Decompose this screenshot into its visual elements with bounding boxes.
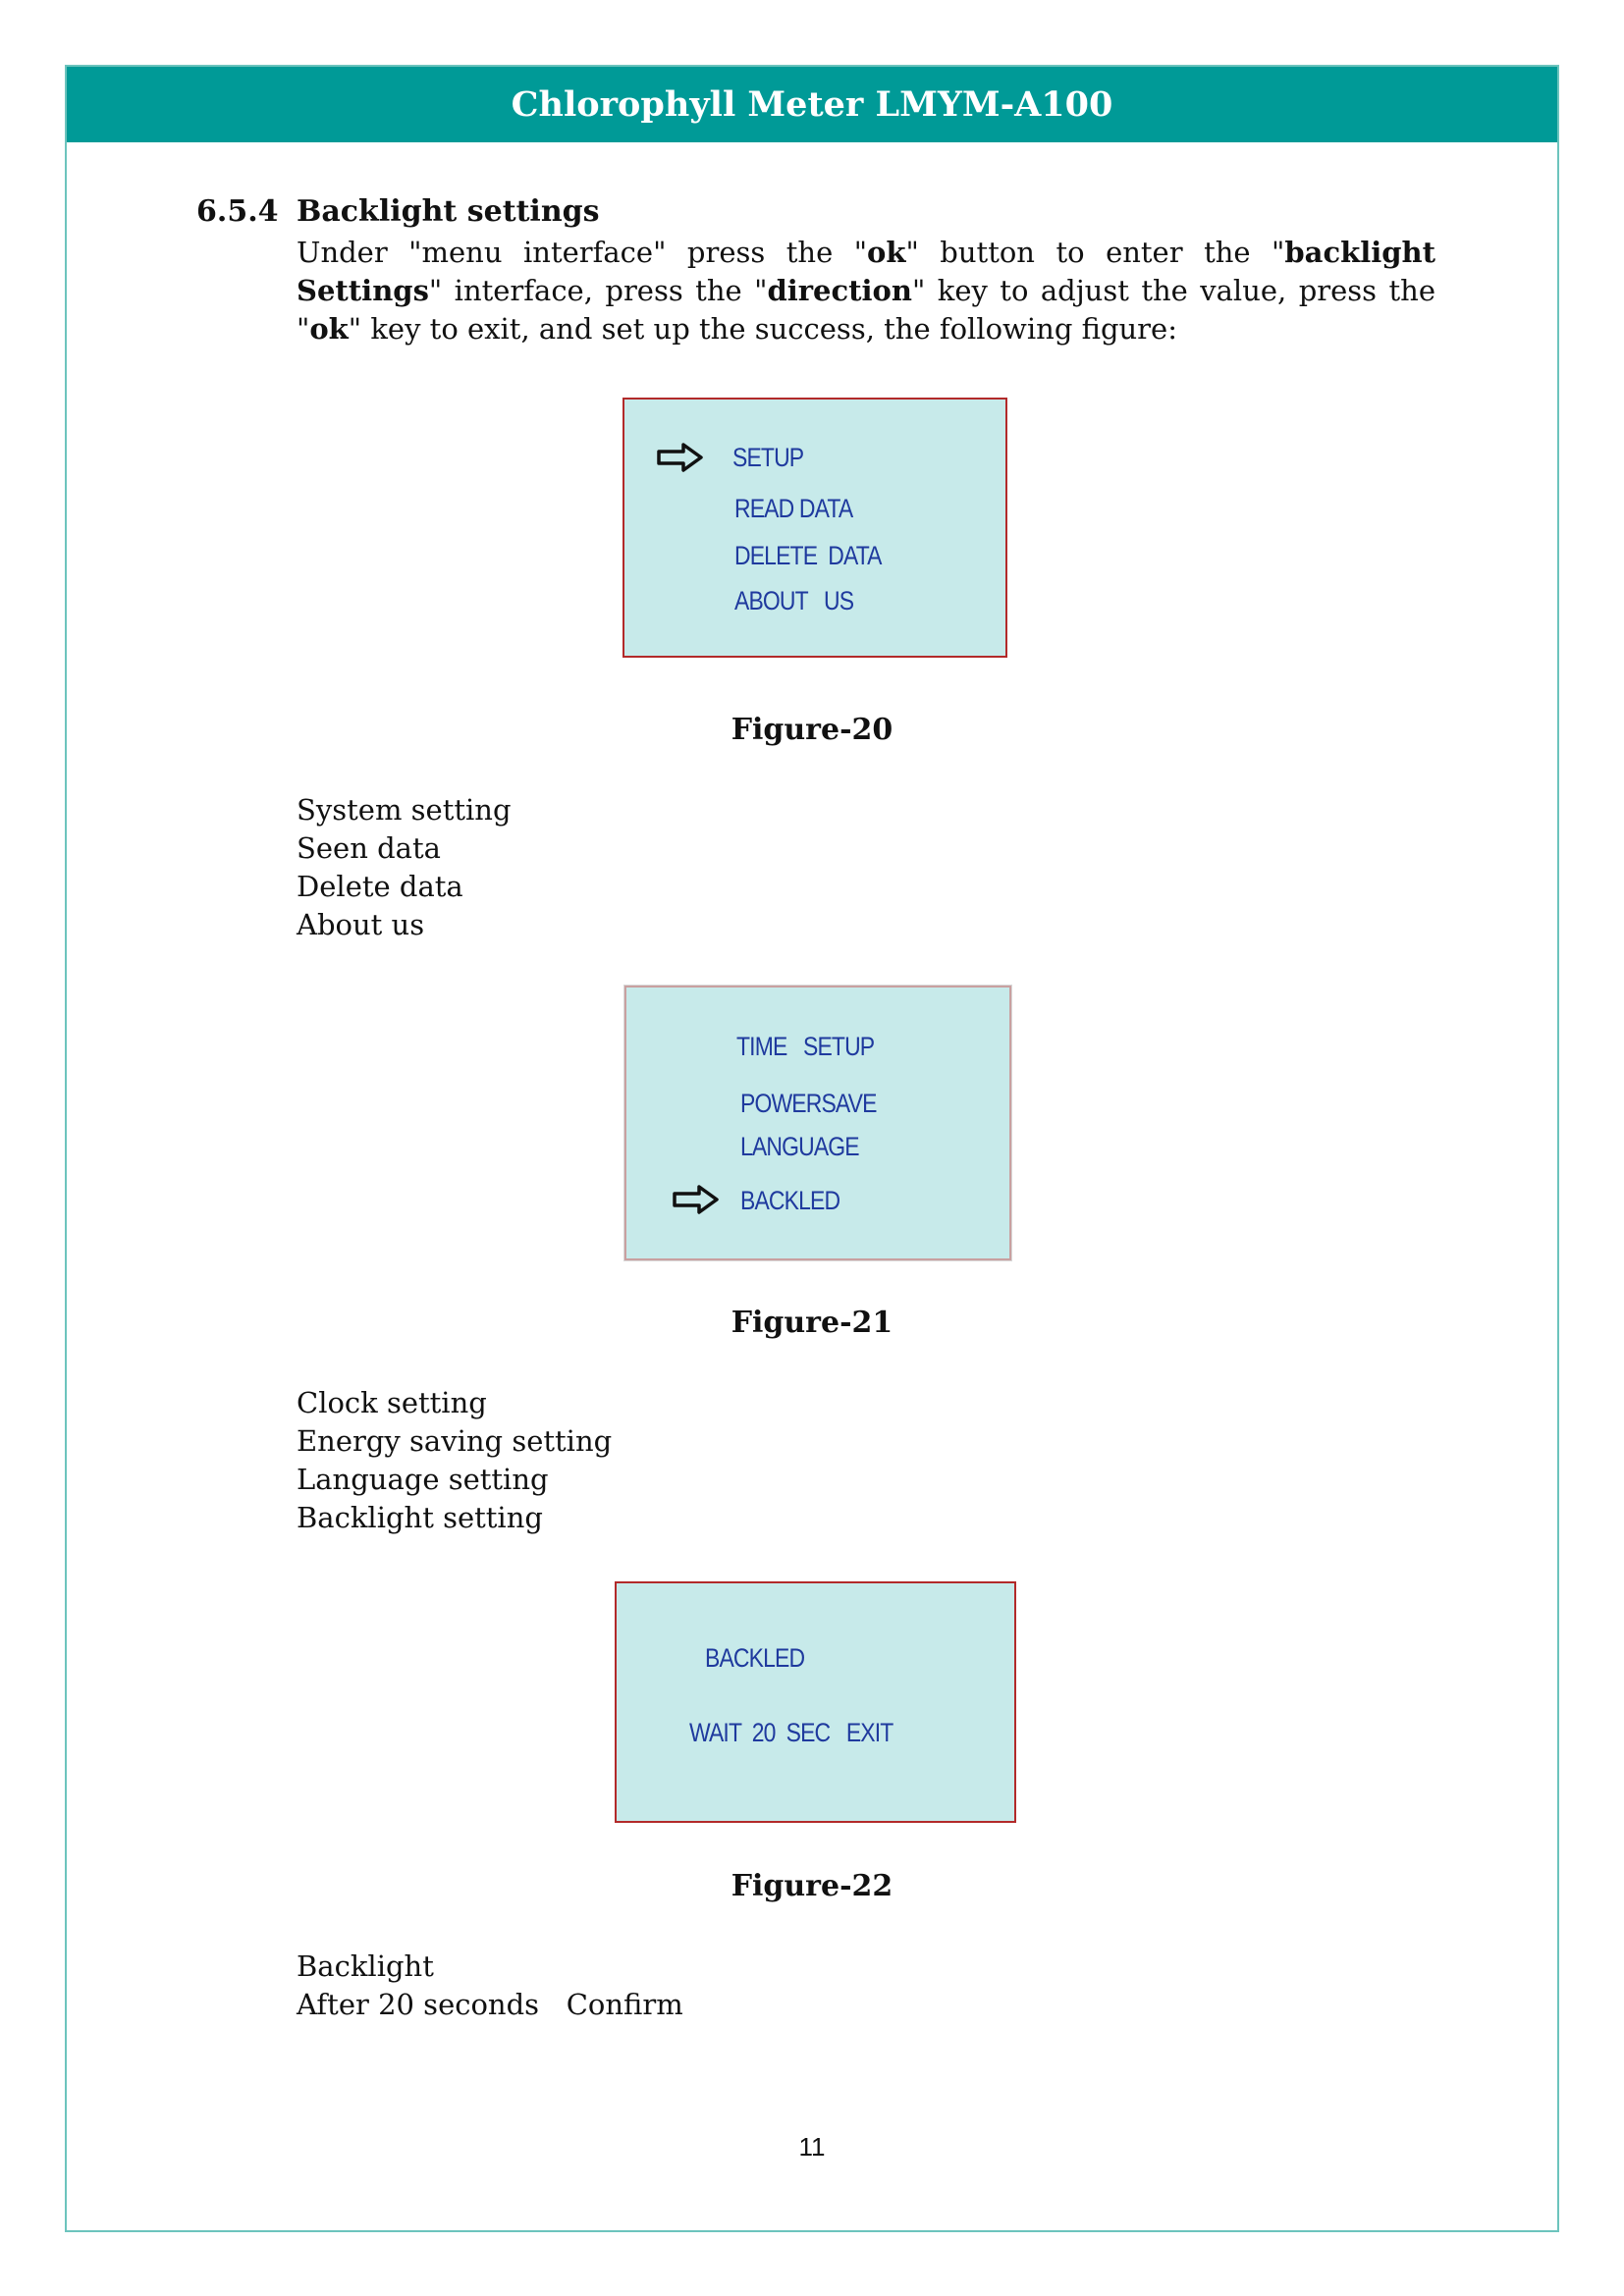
- legend-item: Backlight setting: [297, 1501, 543, 1534]
- paragraph-text: " interface, press the ": [428, 274, 768, 307]
- legend-item: After 20 seconds Confirm: [297, 1988, 683, 2021]
- section-heading: 6.5.4 Backlight settings: [196, 194, 600, 229]
- menu-item-read-data: READ DATA: [734, 494, 853, 523]
- page-header: Chlorophyll Meter LMYM-A100: [67, 67, 1557, 142]
- wait-exit-label: WAIT 20 SEC EXIT: [689, 1718, 893, 1747]
- paragraph-bold: backlight Settings: [297, 236, 1435, 307]
- paragraph-text: " key to exit, and set up the success, t…: [348, 312, 1177, 346]
- paragraph-bold: direction: [767, 274, 912, 307]
- legend-item: Seen data: [297, 831, 441, 865]
- legend-item: Energy saving setting: [297, 1424, 613, 1458]
- section-paragraph: Under "menu interface" press the "ok" bu…: [297, 234, 1435, 348]
- menu-item-backled: BACKLED: [740, 1186, 840, 1215]
- page-frame: [65, 65, 1559, 2232]
- section-number: 6.5.4: [196, 194, 279, 229]
- figure-20-screen: SETUP READ DATA DELETE DATA ABOUT US: [623, 398, 1007, 658]
- menu-item-time-setup: TIME SETUP: [736, 1032, 875, 1061]
- section-title: Backlight settings: [297, 194, 600, 229]
- figure-22-screen: BACKLED WAIT 20 SEC EXIT: [615, 1581, 1016, 1823]
- paragraph-text: Under "menu interface" press the ": [297, 236, 868, 269]
- figure-21-screen: TIME SETUP POWERSAVE LANGUAGE BACKLED: [624, 986, 1011, 1260]
- backled-label: BACKLED: [705, 1643, 805, 1673]
- legend-item: About us: [297, 908, 425, 941]
- menu-item-about-us: ABOUT US: [734, 586, 854, 615]
- menu-item-delete-data: DELETE DATA: [734, 541, 882, 570]
- legend-item: Delete data: [297, 870, 463, 903]
- legend-item: Language setting: [297, 1463, 549, 1496]
- page-number: 11: [798, 2132, 826, 2162]
- paragraph-bold: ok: [309, 312, 349, 346]
- legend-item: System setting: [297, 793, 512, 827]
- figure-22-caption: Figure-22: [731, 1869, 893, 1903]
- figure-20-legend: System setting Seen data Delete data Abo…: [297, 791, 512, 944]
- paragraph-text: " button to enter the ": [905, 236, 1285, 269]
- figure-22-legend: Backlight After 20 seconds Confirm: [297, 1948, 683, 2024]
- right-arrow-icon: [657, 443, 703, 472]
- header-title: Chlorophyll Meter LMYM-A100: [511, 84, 1113, 125]
- legend-item: Backlight: [297, 1949, 434, 1983]
- figure-21-legend: Clock setting Energy saving setting Lang…: [297, 1384, 612, 1537]
- right-arrow-icon: [673, 1185, 719, 1214]
- figure-20-caption: Figure-20: [731, 713, 893, 747]
- menu-item-powersave: POWERSAVE: [740, 1089, 877, 1118]
- menu-item-language: LANGUAGE: [740, 1132, 860, 1161]
- figure-21-caption: Figure-21: [731, 1306, 893, 1340]
- paragraph-bold: ok: [867, 236, 906, 269]
- legend-item: Clock setting: [297, 1386, 487, 1419]
- paragraph-text: " key to adjust the value, press the ": [297, 274, 1435, 346]
- menu-item-setup: SETUP: [732, 443, 804, 472]
